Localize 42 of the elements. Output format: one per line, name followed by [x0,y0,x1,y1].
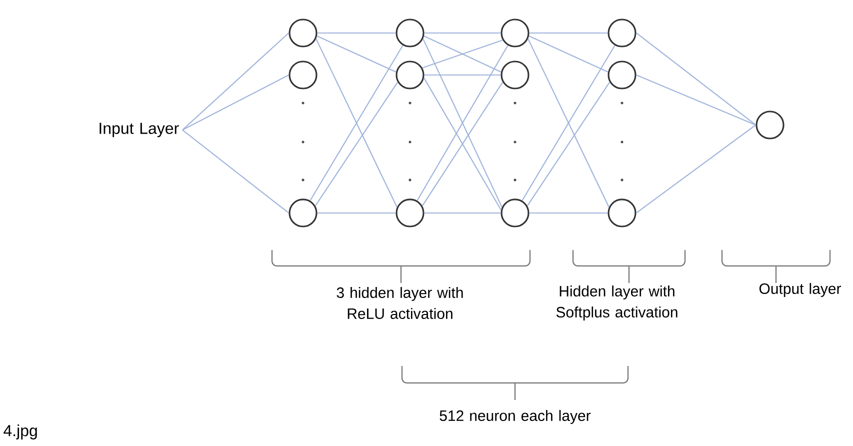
connection-line [636,32,756,126]
neuron-circle [500,18,530,48]
connection-line [316,35,396,73]
neuron-circle [288,198,318,228]
layer-label: Input Layer [100,122,179,138]
connection-line [526,82,610,206]
layer-caption: 3 hidden layer with ReLU activation [336,286,463,319]
connection-line [416,45,508,201]
neuron-circle [288,18,318,48]
neuron-circle [756,110,784,140]
neuron-circle [608,198,636,228]
connection-line [636,74,756,126]
connection-line [316,38,398,208]
neuron-circle [396,18,424,48]
neuron-circle [608,60,636,90]
connection-line [528,35,608,73]
layer-caption: Hidden layer with Softplus activation [556,286,678,320]
connection-line [529,32,608,34]
connection-line [310,45,404,201]
connection-line [424,74,501,76]
connection-line [529,212,608,214]
connection-line [182,32,290,130]
file-name: 4.jpg [4,424,37,440]
connection-line [182,130,290,214]
connection-line [314,82,398,206]
neuron-circle [288,60,318,90]
connection-line [182,74,289,130]
connection-line [528,38,610,208]
connection-line [422,38,502,208]
neuron-circle [608,18,636,48]
connection-line [317,212,396,214]
layer-caption: Output layer [759,283,841,297]
neuron-circle [396,60,424,90]
connection-line [522,45,616,201]
neuron-circle [500,60,530,90]
layer-caption: 512 neuron each layer [440,410,591,424]
neuron-circle [396,198,424,228]
connection-line [424,32,501,34]
connection-line [636,124,756,214]
connection-line [424,212,501,214]
connection-line [317,32,396,34]
neuron-circle [500,198,530,228]
